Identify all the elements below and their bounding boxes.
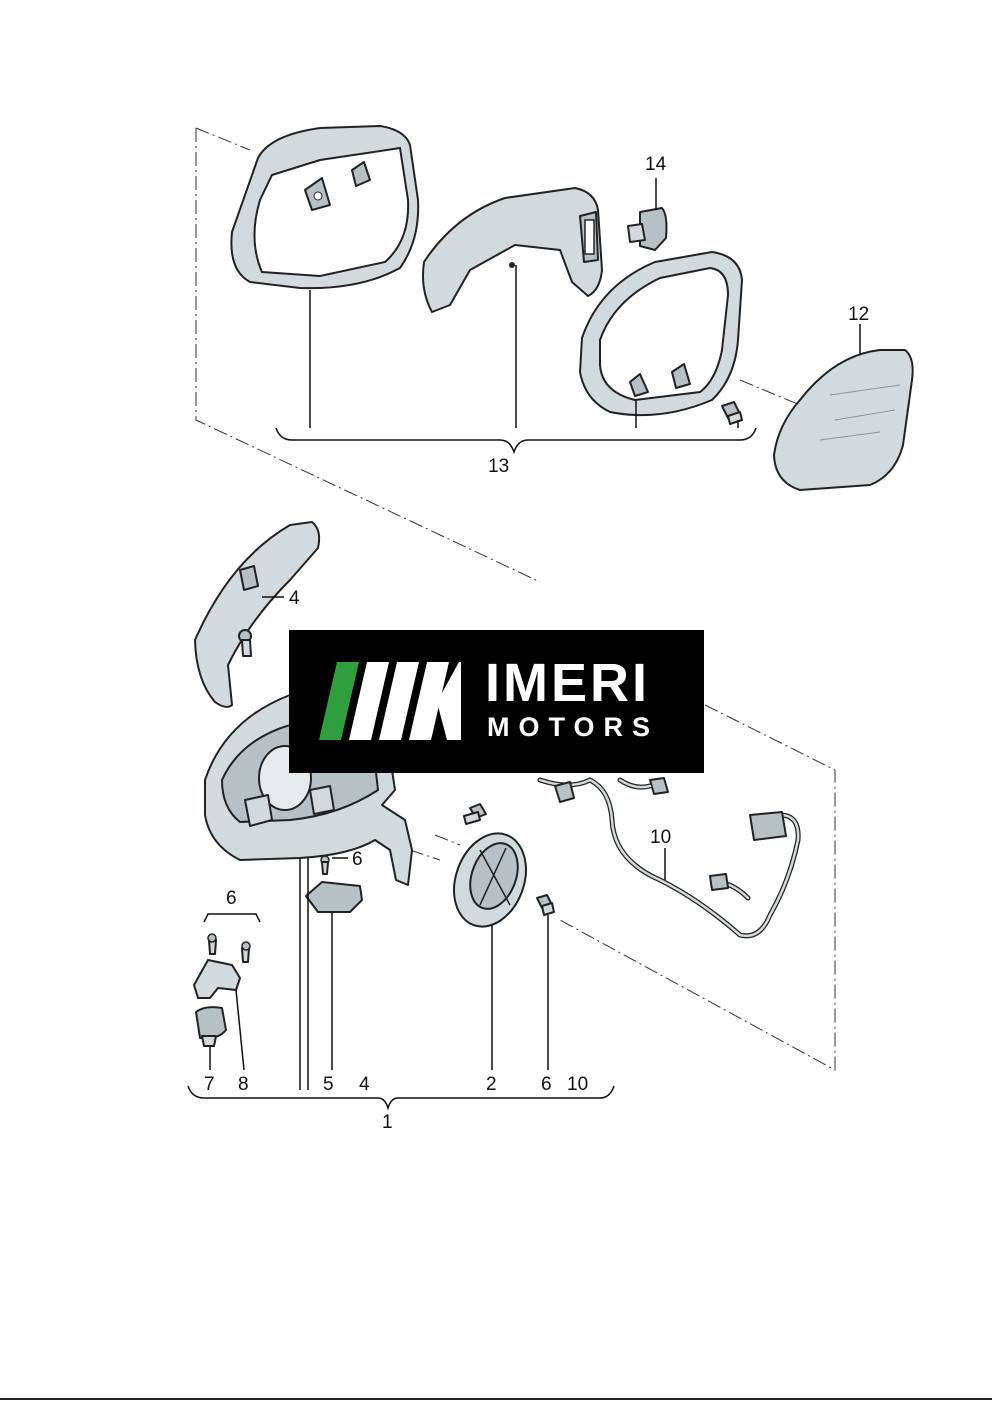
clip-part (627, 207, 668, 251)
leaders-top (275, 178, 861, 455)
wiring-harness (537, 777, 801, 939)
callout-1: 1 (382, 1112, 393, 1133)
assembly-outline-bottom (409, 704, 836, 1071)
callout-6-bottom: 6 (541, 1074, 552, 1095)
logo-text-motors: MOTORS (487, 712, 660, 742)
screw-light (238, 629, 252, 657)
adjustment-motor (453, 832, 527, 928)
callout-6-group: 6 (226, 888, 237, 909)
callout-13: 13 (488, 456, 509, 477)
temperature-sensor (195, 1006, 227, 1047)
callout-labels: 14 12 13 4 6 10 6 7 8 5 4 2 6 10 1 (204, 154, 869, 1133)
screw-mid (463, 803, 487, 825)
callout-2: 2 (486, 1074, 497, 1095)
imeri-motors-logo: IMERI MOTORS (289, 630, 704, 773)
turn-signal-light (194, 521, 321, 708)
page-bottom-rule (0, 1398, 992, 1400)
assembly-outline-top (195, 127, 801, 583)
puddle-light (305, 855, 363, 913)
screws-pair (207, 933, 251, 963)
leaders-bottom (187, 596, 666, 1111)
screw-motor (536, 894, 555, 916)
logo-stripes-icon (319, 662, 461, 740)
callout-5: 5 (323, 1074, 334, 1095)
callout-14: 14 (645, 154, 667, 175)
mirror-cover-housing (230, 125, 420, 290)
callout-7: 7 (204, 1074, 215, 1095)
logo-text-imeri: IMERI (485, 653, 651, 713)
callout-10-mid: 10 (650, 827, 671, 848)
callout-12: 12 (848, 304, 869, 325)
callout-6-mid: 6 (352, 849, 363, 870)
mirror-glass (773, 349, 914, 491)
callout-10-bottom: 10 (567, 1074, 588, 1095)
mounting-bracket (193, 959, 241, 999)
mirror-frame (579, 251, 743, 417)
callout-4-top: 4 (289, 588, 300, 609)
mirror-cap (422, 187, 603, 313)
callout-4-bottom: 4 (359, 1074, 370, 1095)
callout-8: 8 (238, 1074, 249, 1095)
screw-top (721, 401, 743, 425)
